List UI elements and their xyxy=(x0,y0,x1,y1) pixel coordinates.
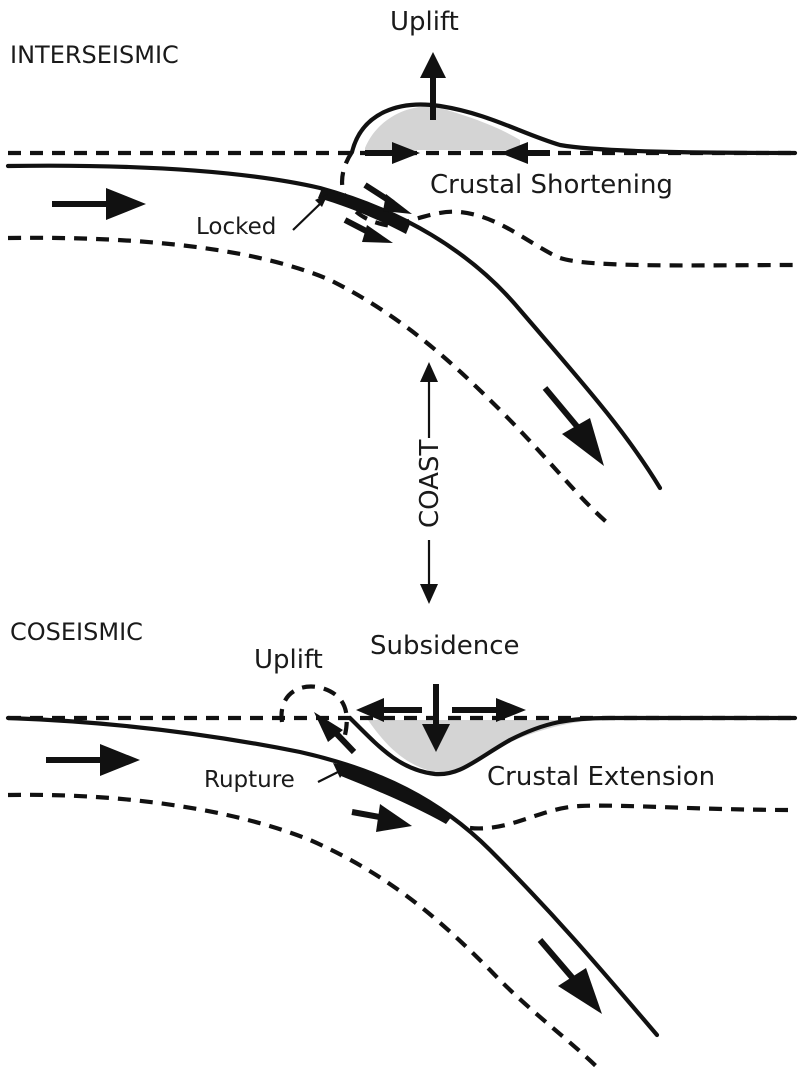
subsidence-arrowhead xyxy=(422,724,450,752)
coseismic-rebound-head xyxy=(314,712,343,742)
coseismic-lower-slip-head xyxy=(376,804,412,832)
locked-zone xyxy=(318,188,410,234)
extension-arrow-left-head xyxy=(356,698,384,722)
coseismic-plate-interface xyxy=(5,715,660,1038)
coseismic-slab-motion-head xyxy=(558,968,602,1014)
coseismic-slab-motion-shaft xyxy=(537,938,579,984)
coseismic-extension-label: Crustal Extension xyxy=(487,762,715,792)
locked-label: Locked xyxy=(196,214,276,240)
coast-label: COAST xyxy=(415,440,445,528)
coseismic-subsidence-label: Subsidence xyxy=(370,631,520,661)
interseismic-shortening-label: Crustal Shortening xyxy=(430,170,673,200)
coast-marker: COAST xyxy=(415,362,445,604)
interseismic-plate-interface xyxy=(5,163,663,491)
interseismic-plate-motion-head xyxy=(106,188,146,220)
coseismic-overriding-base xyxy=(469,803,796,831)
interseismic-uplift-shading xyxy=(365,106,520,150)
interseismic-upper-slip-head xyxy=(383,194,412,214)
coast-arrowhead-up xyxy=(420,362,438,382)
coseismic-plate-motion-head xyxy=(100,744,140,776)
interseismic-deformed-surface xyxy=(349,102,798,156)
shortening-arrow-left-head xyxy=(392,142,420,164)
locked-leader-arrowhead xyxy=(315,194,328,207)
coseismic-subsidence-shading xyxy=(368,720,600,773)
coast-arrowhead-down xyxy=(420,584,438,604)
interseismic-uplift-arrowhead xyxy=(420,52,446,78)
rupture-zone xyxy=(341,764,452,824)
coseismic-title: COSEISMIC xyxy=(10,618,143,646)
interseismic-overriding-base xyxy=(340,150,796,268)
interseismic-slab-motion-shaft xyxy=(542,386,583,432)
coseismic-deformed-surface xyxy=(347,715,798,777)
interseismic-slab-motion-head xyxy=(562,418,604,466)
interseismic-lower-slip-head xyxy=(362,225,393,243)
rupture-label: Rupture xyxy=(204,767,295,793)
interseismic-title: INTERSEISMIC xyxy=(10,41,179,69)
coseismic-uplift-label: Uplift xyxy=(254,645,323,675)
coseismic-panel: COSEISMIC Uplift Subsidence Crustal Exte… xyxy=(5,618,798,1072)
extension-arrow-right-head xyxy=(496,698,526,722)
interseismic-slab-base xyxy=(7,235,612,527)
interseismic-uplift-label: Uplift xyxy=(390,7,459,37)
locked-leader-line xyxy=(292,201,323,231)
coseismic-slab-base xyxy=(7,792,602,1072)
interseismic-panel: INTERSEISMIC Uplift Crustal Shortening L… xyxy=(5,7,798,527)
shortening-arrow-right-head xyxy=(500,142,528,164)
rupture-leader-arrowhead xyxy=(333,763,348,778)
